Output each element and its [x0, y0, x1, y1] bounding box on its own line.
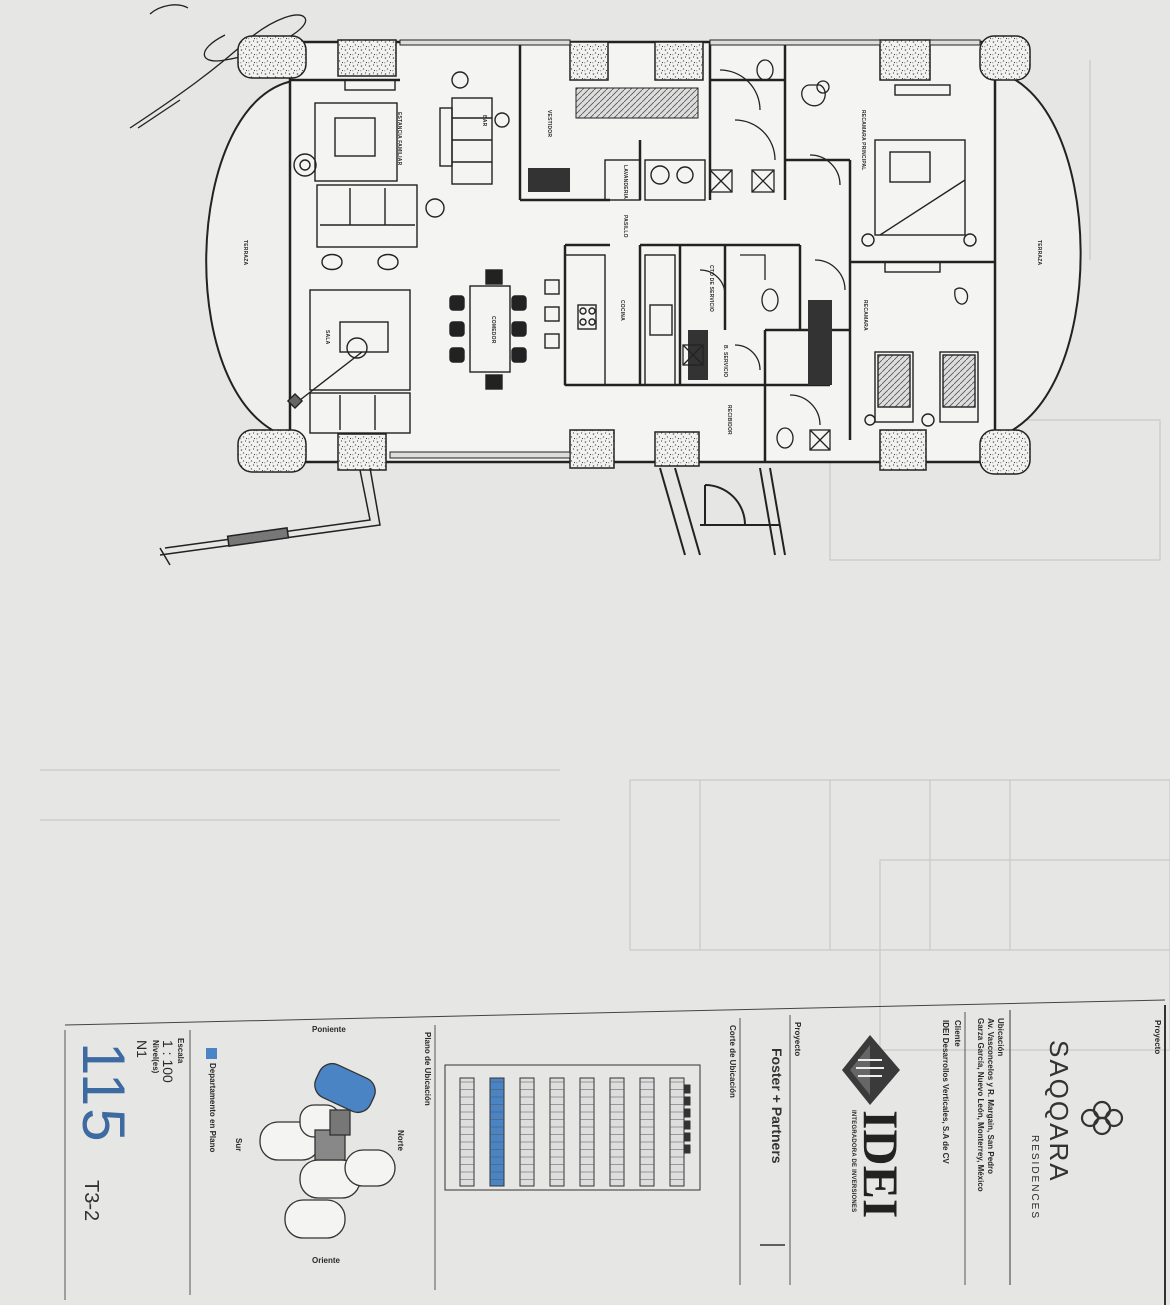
unit-number: 115 — [70, 1042, 137, 1144]
proyecto2-label: Proyecto — [793, 1022, 802, 1057]
proyecto-label: Proyecto — [1153, 1020, 1162, 1055]
saqqara-logo-icon — [1080, 1100, 1124, 1136]
section-diagram — [444, 1064, 701, 1191]
room-label-cocina: COCINA — [619, 300, 625, 321]
room-label-vestidor: VESTIDOR — [546, 110, 552, 138]
ubicacion-line2: Garza García, Nuevo León, Monterrey, Méx… — [976, 1018, 985, 1192]
section-floor — [609, 1077, 625, 1187]
compass-poniente: Poniente — [312, 1025, 346, 1034]
room-label-terraza-left: TERRAZA — [242, 240, 248, 266]
highlighted-unit — [314, 1062, 376, 1114]
cliente-name: IDEI Desarrollos Verticales, S.A de CV — [941, 1020, 950, 1164]
section-floor — [639, 1077, 655, 1187]
unit-type: T3-2 — [80, 1180, 102, 1222]
plano-ubicacion-label: Plano de Ubicación — [423, 1032, 432, 1106]
escala-value: 1 : 100 — [160, 1040, 176, 1083]
bleed-through-lines — [40, 60, 1170, 1051]
section-floor — [549, 1077, 565, 1187]
room-label-terraza-right: TERRAZA — [1036, 240, 1042, 266]
ubicacion-label: Ubicación — [996, 1018, 1005, 1057]
room-label-lavanderia: LAVANDERIA — [622, 165, 628, 200]
legend-label: Departamento en Plano — [208, 1063, 217, 1153]
room-label-recibidor: RECIBIDOR — [726, 405, 732, 435]
section-floor — [519, 1077, 535, 1187]
room-label-recamara-principal: RECAMARA PRINCIPAL — [860, 110, 866, 171]
brand-subtitle: RESIDENCES — [1029, 1135, 1040, 1221]
section-floor — [669, 1077, 685, 1187]
compass-oriente: Oriente — [312, 1256, 341, 1265]
handwritten-scribble — [129, 4, 307, 129]
section-floor — [459, 1077, 475, 1187]
idei-logo-text: IDEI — [853, 1110, 909, 1219]
room-label-bano-servicio: B. SERVICIO — [722, 345, 728, 378]
idei-tagline: INTEGRADORA DE INVERSIONES — [850, 1110, 856, 1213]
room-label-cuarto-servicio: CTO DE SERVICIO — [708, 265, 714, 312]
room-label-sala: SALA — [324, 330, 330, 345]
idei-logo-icon — [842, 1035, 900, 1105]
cliente-label: Cliente — [953, 1020, 962, 1047]
corte-ubicacion-label: Corte de Ubicación — [728, 1025, 737, 1098]
brand-name: SAQQARA — [1044, 1040, 1074, 1183]
escala-label: Escala — [176, 1038, 185, 1064]
architect-name: Foster + Partners — [769, 1048, 785, 1164]
site-plan-diagram — [259, 1062, 396, 1239]
title-block-frame — [64, 999, 1166, 1305]
compass-sur: Sur — [234, 1138, 243, 1152]
room-label-comedor: COMEDOR — [490, 316, 496, 344]
room-label-sala-familiar: ESTANCIA FAMILIAR — [396, 112, 402, 166]
section-floor — [489, 1077, 505, 1187]
legend-swatch — [206, 1048, 217, 1059]
floor-plan — [159, 35, 1082, 566]
section-floor — [579, 1077, 595, 1187]
room-label-bar: BAR — [481, 115, 487, 127]
compass-norte: Norte — [396, 1130, 405, 1151]
room-label-recamara: RECAMARA — [862, 300, 868, 331]
room-label-pasillo: PASILLO — [622, 215, 628, 238]
ubicacion-line1: Av. Vasconcelos y R. Margain, San Pedro — [986, 1018, 995, 1175]
niveles-label: Nivel(es) — [151, 1040, 160, 1074]
